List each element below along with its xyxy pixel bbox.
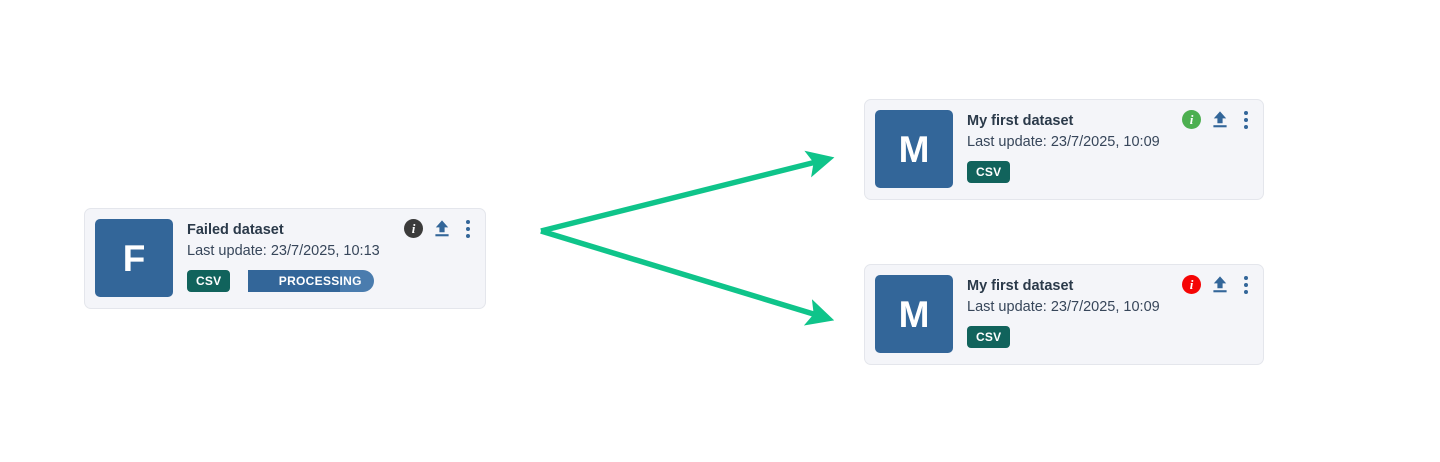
info-icon[interactable]: i xyxy=(1182,110,1201,129)
upload-icon[interactable] xyxy=(1211,110,1229,129)
dataset-last-update: Last update: 23/7/2025, 10:09 xyxy=(967,134,1160,150)
dataset-last-update: Last update: 23/7/2025, 10:13 xyxy=(187,243,380,259)
dataset-card-error[interactable]: M My first dataset Last update: 23/7/202… xyxy=(864,264,1264,365)
dataset-card-body: My first dataset Last update: 23/7/2025,… xyxy=(953,110,1253,183)
dataset-card-body: Failed dataset Last update: 23/7/2025, 1… xyxy=(173,219,475,292)
format-badge-csv: CSV xyxy=(967,161,1011,183)
kebab-menu-icon[interactable] xyxy=(1239,275,1253,294)
dataset-title: Failed dataset xyxy=(187,222,284,238)
kebab-menu-icon[interactable] xyxy=(461,219,475,238)
progress-fill xyxy=(248,270,341,292)
arrow-to-error-card xyxy=(540,228,835,326)
dataset-avatar: F xyxy=(95,219,173,297)
info-icon[interactable]: i xyxy=(1182,275,1201,294)
dataset-badges: CSV xyxy=(967,326,1253,348)
dataset-last-update: Last update: 23/7/2025, 10:09 xyxy=(967,299,1160,315)
status-badge-processing: PROCESSING xyxy=(248,270,375,292)
format-badge-csv: CSV xyxy=(187,270,231,292)
dataset-badges: CSV PROCESSING xyxy=(187,270,475,292)
info-icon[interactable]: i xyxy=(404,219,423,238)
arrow-to-success-card xyxy=(540,150,835,234)
dataset-card-failed[interactable]: F Failed dataset Last update: 23/7/2025,… xyxy=(84,208,486,309)
upload-icon[interactable] xyxy=(1211,275,1229,294)
dataset-card-actions: i xyxy=(1182,275,1253,294)
upload-icon[interactable] xyxy=(433,219,451,238)
kebab-menu-icon[interactable] xyxy=(1239,110,1253,129)
dataset-card-actions: i xyxy=(1182,110,1253,129)
dataset-card-body: My first dataset Last update: 23/7/2025,… xyxy=(953,275,1253,348)
status-badge-label: PROCESSING xyxy=(278,274,362,288)
dataset-card-actions: i xyxy=(404,219,475,238)
dataset-title: My first dataset xyxy=(967,113,1074,129)
dataset-badges: CSV xyxy=(967,161,1253,183)
dataset-avatar: M xyxy=(875,275,953,353)
dataset-title: My first dataset xyxy=(967,278,1074,294)
dataset-card-success[interactable]: M My first dataset Last update: 23/7/202… xyxy=(864,99,1264,200)
format-badge-csv: CSV xyxy=(967,326,1011,348)
dataset-avatar: M xyxy=(875,110,953,188)
